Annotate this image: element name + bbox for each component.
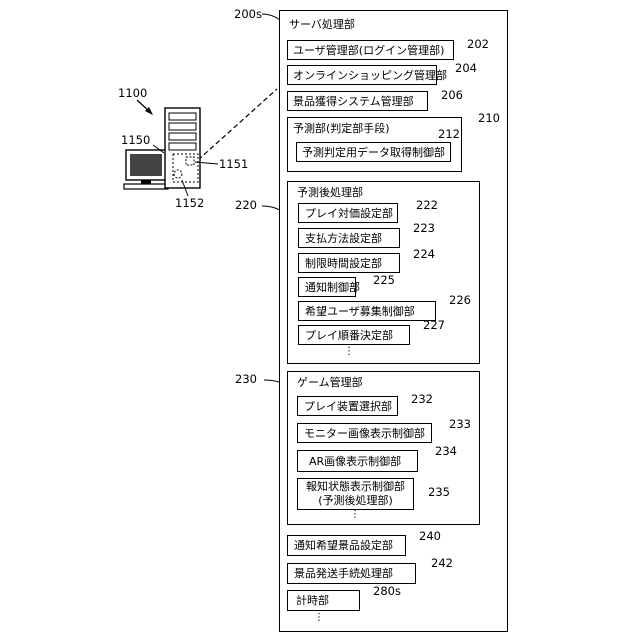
payment-method-label: 支払方法設定部 <box>305 233 382 244</box>
ar-display-label: AR画像表示制御部 <box>309 456 401 467</box>
ref-233: 233 <box>449 419 471 431</box>
ref-206: 206 <box>441 90 463 102</box>
server-title: サーバ処理部 <box>289 19 355 30</box>
ref-monitor: 1150 <box>121 135 150 147</box>
ref-234: 234 <box>435 446 457 458</box>
dashed-connector <box>198 89 277 160</box>
ref-232: 232 <box>411 394 433 406</box>
ref-system: 1100 <box>118 88 147 100</box>
ref-235: 235 <box>428 487 450 499</box>
report-state-line2: (予測後処理部) <box>297 494 414 508</box>
ref-227: 227 <box>423 320 445 332</box>
ref-1151: 1151 <box>219 159 248 171</box>
post-more-dots: ⋮ <box>344 347 354 357</box>
ref-220: 220 <box>235 200 257 212</box>
online-shopping-label: オンラインショッピング管理部 <box>293 70 447 81</box>
monitor-icon <box>124 150 168 189</box>
time-limit-label: 制限時間設定部 <box>305 258 382 269</box>
ref-202: 202 <box>467 39 489 51</box>
ref-223: 223 <box>413 223 435 235</box>
ref-210: 210 <box>478 113 500 125</box>
device-select-label: プレイ装置選択部 <box>304 401 392 412</box>
leader-200s <box>262 14 280 20</box>
ref-204: 204 <box>455 63 477 75</box>
ref-222: 222 <box>416 200 438 212</box>
prize-shipping-label: 景品発送手続処理部 <box>294 568 393 579</box>
prediction-title: 予測部(判定部手段) <box>293 123 390 134</box>
user-recruit-label: 希望ユーザ募集制御部 <box>305 306 415 317</box>
ref-server: 200s <box>234 9 262 21</box>
game-management-title: ゲーム管理部 <box>297 377 363 388</box>
game-more-dots: ⋮ <box>350 510 360 520</box>
ref-226: 226 <box>449 295 471 307</box>
ref-240: 240 <box>419 531 441 543</box>
ref-212: 212 <box>438 129 460 141</box>
play-price-label: プレイ対価設定部 <box>305 208 393 219</box>
ref-224: 224 <box>413 249 435 261</box>
prediction-data-label: 予測判定用データ取得制御部 <box>302 147 445 158</box>
server-tower-icon <box>165 108 200 188</box>
ref-230: 230 <box>235 374 257 386</box>
prize-system-label: 景品獲得システム管理部 <box>293 96 414 107</box>
notification-label: 通知制御部 <box>305 282 360 293</box>
ref-225: 225 <box>373 275 395 287</box>
ref-1152: 1152 <box>175 198 204 210</box>
server-more-dots: ⋮ <box>314 613 324 623</box>
notify-prize-label: 通知希望景品設定部 <box>294 540 393 551</box>
post-prediction-title: 予測後処理部 <box>297 187 363 198</box>
play-order-label: プレイ順番決定部 <box>305 330 393 341</box>
ref-242: 242 <box>431 558 453 570</box>
user-management-label: ユーザ管理部(ログイン管理部) <box>293 45 444 56</box>
monitor-display-label: モニター画像表示制御部 <box>304 428 425 439</box>
timer-label: 計時部 <box>296 595 329 606</box>
report-state-line1: 報知状態表示制御部 <box>297 480 414 494</box>
ref-280s: 280s <box>373 586 401 598</box>
